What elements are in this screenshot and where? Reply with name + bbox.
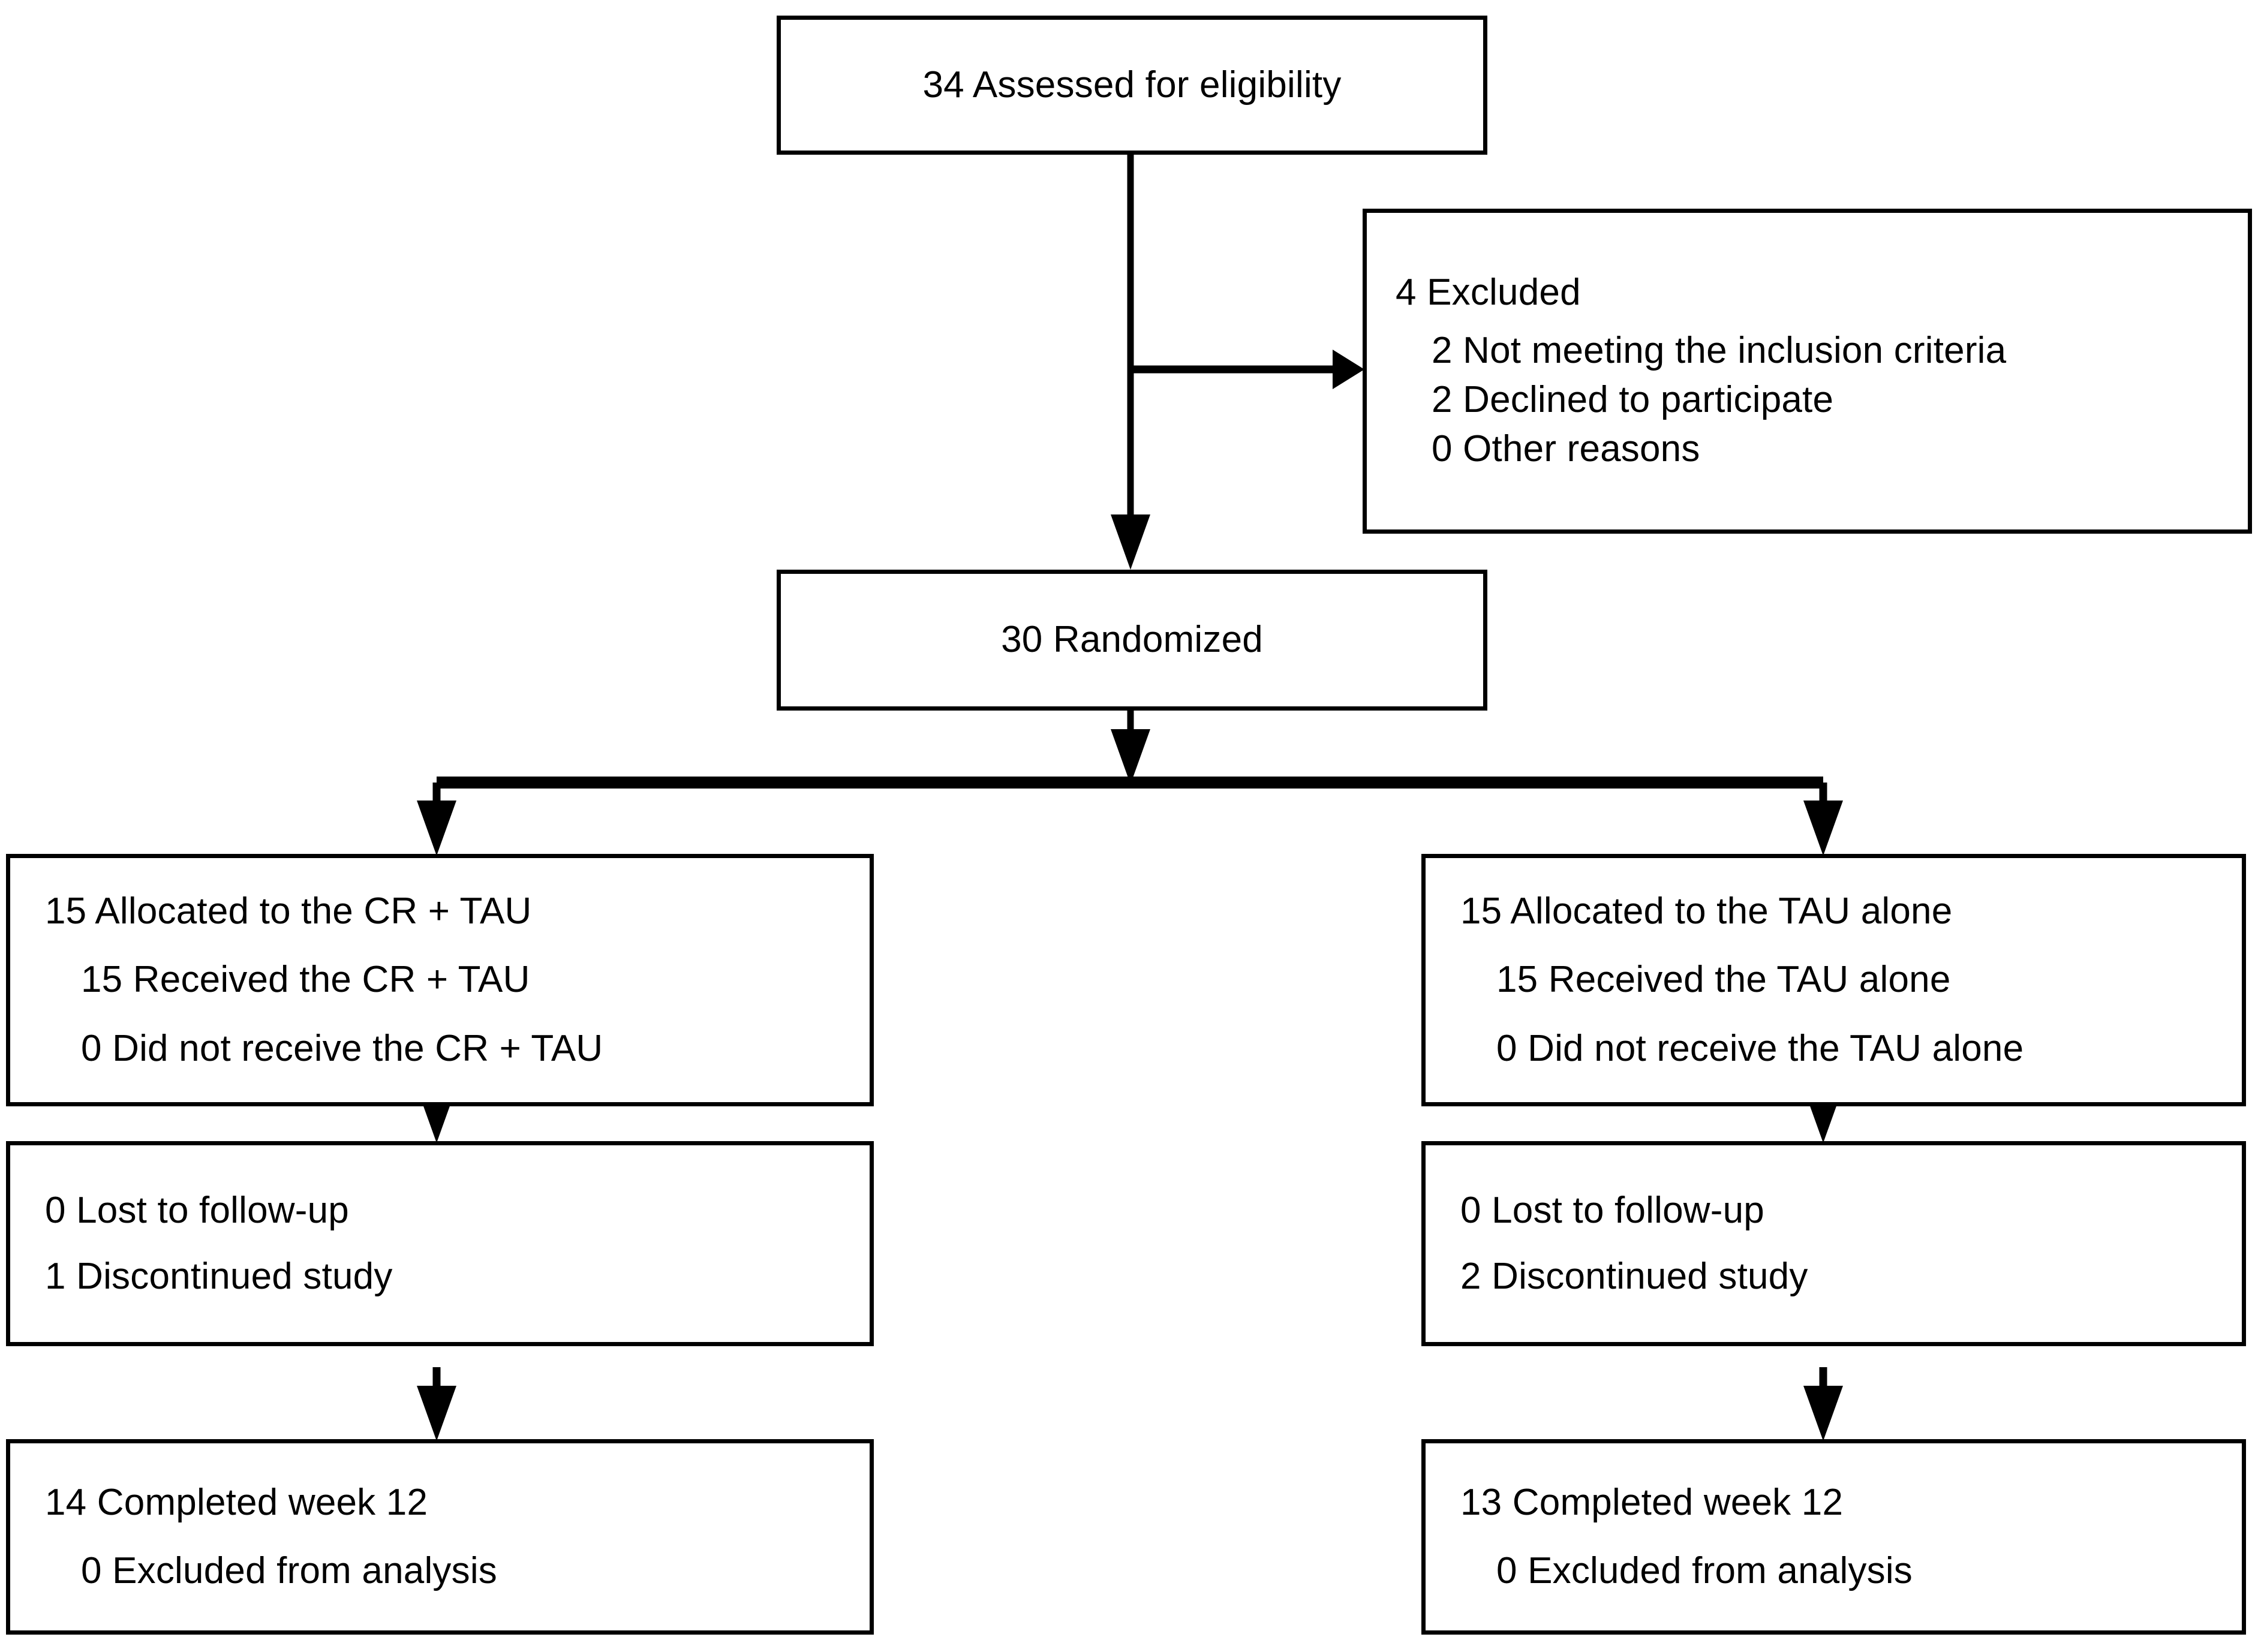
- node-followup-tau-alone: 0 Lost to follow-up 2 Discontinued study: [1421, 1141, 2246, 1346]
- node-line: 2 Discontinued study: [1460, 1256, 1808, 1297]
- node-followup-cr-tau: 0 Lost to follow-up 1 Discontinued study: [6, 1141, 874, 1346]
- node-line: 1 Discontinued study: [45, 1256, 393, 1297]
- arrowhead-assessed-to-randomized: [1111, 514, 1150, 570]
- node-analysis-cr-tau: 14 Completed week 12 0 Excluded from ana…: [6, 1439, 874, 1635]
- node-assessed-for-eligibility: 34 Assessed for eligibility: [777, 16, 1487, 155]
- node-analysis-tau-alone: 13 Completed week 12 0 Excluded from ana…: [1421, 1439, 2246, 1635]
- node-line: 30 Randomized: [1001, 619, 1263, 661]
- node-line: 34 Assessed for eligibility: [922, 64, 1342, 106]
- node-excluded: 4 Excluded 2 Not meeting the inclusion c…: [1363, 209, 2252, 534]
- arrowhead-split-right: [1803, 801, 1843, 856]
- node-line: 14 Completed week 12: [45, 1481, 428, 1523]
- node-line: 2 Declined to participate: [1432, 379, 1834, 420]
- arrowhead-followup-left-to-analysis-left: [417, 1386, 456, 1441]
- node-line: 0 Lost to follow-up: [45, 1189, 349, 1231]
- node-line: 0 Excluded from analysis: [1496, 1550, 1913, 1591]
- node-allocation-tau-alone: 15 Allocated to the TAU alone 15 Receive…: [1421, 854, 2246, 1106]
- node-line: 15 Received the CR + TAU: [81, 959, 530, 1001]
- node-line: 13 Completed week 12: [1460, 1481, 1844, 1523]
- node-line: 15 Allocated to the CR + TAU: [45, 890, 532, 932]
- node-line: 0 Did not receive the CR + TAU: [81, 1027, 603, 1069]
- node-line: 0 Excluded from analysis: [81, 1550, 498, 1591]
- node-randomized: 30 Randomized: [777, 570, 1487, 711]
- node-line: 15 Allocated to the TAU alone: [1460, 890, 1953, 932]
- arrowhead-randomized-stem: [1111, 729, 1150, 784]
- arrowhead-assessed-to-excluded: [1333, 350, 1364, 389]
- arrowhead-split-left: [417, 801, 456, 856]
- node-line: 0 Other reasons: [1432, 428, 1700, 470]
- node-line: 15 Received the TAU alone: [1496, 959, 1951, 1001]
- node-allocation-cr-tau: 15 Allocated to the CR + TAU 15 Received…: [6, 854, 874, 1106]
- node-line: 0 Did not receive the TAU alone: [1496, 1027, 2024, 1069]
- node-line: 2 Not meeting the inclusion criteria: [1432, 329, 2007, 371]
- arrowhead-followup-right-to-analysis-right: [1803, 1386, 1843, 1441]
- node-line: 4 Excluded: [1396, 272, 1581, 314]
- node-line: 0 Lost to follow-up: [1460, 1189, 1764, 1231]
